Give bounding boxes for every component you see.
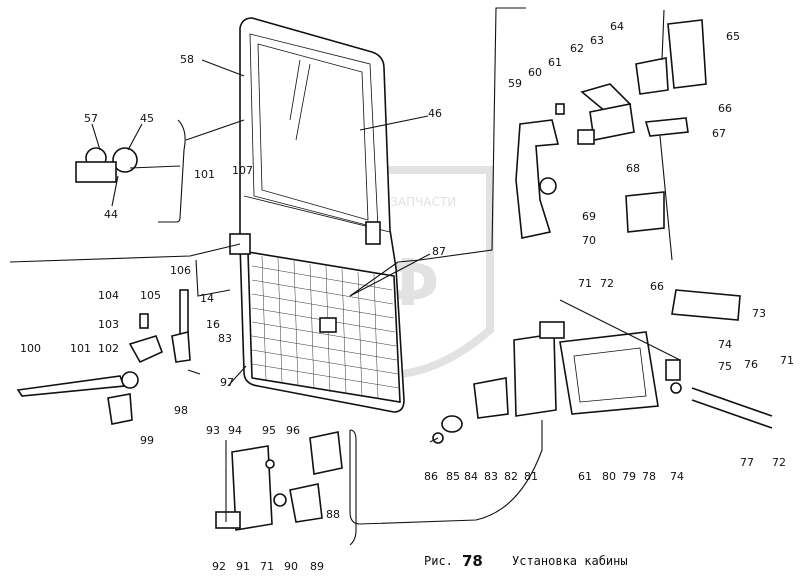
callout: 64 — [610, 20, 624, 33]
hinge-parts-left — [9, 233, 251, 425]
callout: 82 — [504, 470, 518, 483]
callout: 44 — [104, 208, 118, 221]
callout: 107 — [232, 164, 253, 177]
callout: 91 — [236, 560, 250, 573]
callout: 96 — [286, 424, 300, 437]
figure-caption: Рис. 78 Установка кабины — [424, 552, 628, 570]
callout: 78 — [642, 470, 656, 483]
callout: 102 — [98, 342, 119, 355]
callout: 72 — [772, 456, 786, 469]
callout: 71 — [578, 277, 592, 290]
callout: 72 — [600, 277, 614, 290]
callout-labels: 58 46 57 45 44 101 107 106 104 105 103 1… — [20, 20, 794, 573]
callout: 101 — [70, 342, 91, 355]
callout: 87 — [432, 245, 446, 258]
callout: 70 — [582, 234, 596, 247]
callout: 61 — [578, 470, 592, 483]
callout: 99 — [140, 434, 154, 447]
callout: 68 — [626, 162, 640, 175]
callout: 95 — [262, 424, 276, 437]
callout: 86 — [424, 470, 438, 483]
callout: 63 — [590, 34, 604, 47]
caption-prefix: Рис. — [424, 554, 453, 568]
callout: 104 — [98, 289, 119, 302]
callout: 61 — [548, 56, 562, 69]
callout: 89 — [310, 560, 324, 573]
bracket-assembly-bottom — [215, 429, 357, 546]
callout: 94 — [228, 424, 242, 437]
callout: 85 — [446, 470, 460, 483]
callout: 98 — [174, 404, 188, 417]
hinge-detail-left — [75, 119, 245, 223]
callout: 66 — [650, 280, 664, 293]
callout: 92 — [212, 560, 226, 573]
callout: 58 — [180, 53, 194, 66]
callout: 77 — [740, 456, 754, 469]
callout: 62 — [570, 42, 584, 55]
callout: 74 — [670, 470, 684, 483]
callout: 80 — [602, 470, 616, 483]
callout: 97 — [220, 376, 234, 389]
callout: 83 — [484, 470, 498, 483]
callout: 103 — [98, 318, 119, 331]
callout: 79 — [622, 470, 636, 483]
callout: 84 — [464, 470, 478, 483]
callout: 90 — [284, 560, 298, 573]
callout: 73 — [752, 307, 766, 320]
callout: 60 — [528, 66, 542, 79]
leader-lines — [91, 59, 431, 387]
callout: 59 — [508, 77, 522, 90]
callout: 71 — [780, 354, 794, 367]
callout: 100 — [20, 342, 41, 355]
callout: 76 — [744, 358, 758, 371]
callout: 45 — [140, 112, 154, 125]
lock-mechanism — [349, 289, 773, 525]
callout: 71 — [260, 560, 274, 573]
callout: 66 — [718, 102, 732, 115]
callout: 81 — [524, 470, 538, 483]
callout: 93 — [206, 424, 220, 437]
callout: 74 — [718, 338, 732, 351]
callout: 88 — [326, 508, 340, 521]
callout: 106 — [170, 264, 191, 277]
lock-parts-top-right — [349, 7, 707, 297]
callout: 14 — [200, 292, 214, 305]
callout: 67 — [712, 127, 726, 140]
caption-title: Установка кабины — [512, 554, 628, 568]
callout: 101 — [194, 168, 215, 181]
callout: 16 — [206, 318, 220, 331]
callout: 65 — [726, 30, 740, 43]
callout: 46 — [428, 107, 442, 120]
callout: 69 — [582, 210, 596, 223]
callout: 83 — [218, 332, 232, 345]
callout: 75 — [718, 360, 732, 373]
callout: 57 — [84, 112, 98, 125]
cabin-door — [239, 17, 405, 413]
callout: 105 — [140, 289, 161, 302]
caption-number: 78 — [462, 552, 483, 570]
